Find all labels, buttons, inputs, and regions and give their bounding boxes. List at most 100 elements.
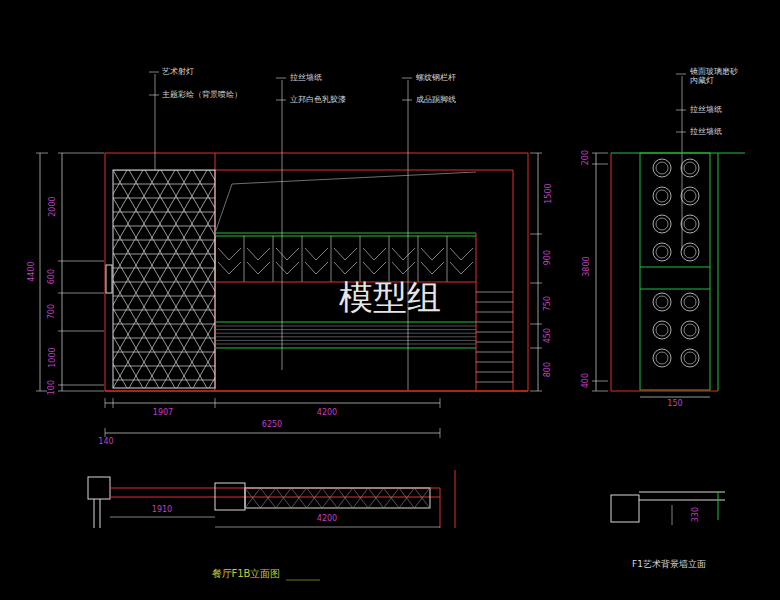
cad-line <box>215 233 476 234</box>
pattern-line <box>113 338 215 339</box>
chevron <box>247 248 270 260</box>
wall-light <box>106 265 112 293</box>
cad-line <box>360 236 361 282</box>
dimension-text: 4200 <box>317 408 337 417</box>
chevron <box>305 248 328 260</box>
dimension-tick <box>592 391 608 392</box>
cad-line <box>414 488 429 508</box>
cad-line <box>418 236 419 282</box>
cad-line <box>291 488 306 508</box>
leader-tick <box>676 110 686 111</box>
chevron <box>450 262 473 274</box>
dimension-tick <box>530 153 542 154</box>
lamp-circle <box>656 162 668 174</box>
lamp-circle <box>681 159 699 177</box>
cad-line <box>100 499 101 528</box>
dimension-text: 3800 <box>581 257 590 277</box>
leader-line <box>408 80 409 390</box>
lamp-circle <box>653 321 671 339</box>
chevron <box>247 262 270 274</box>
lamp-circle <box>684 162 696 174</box>
wall-plan <box>215 483 245 510</box>
lamp-circle <box>653 159 671 177</box>
dimension-text: 700 <box>47 304 56 319</box>
pattern-line <box>209 170 215 388</box>
cad-line <box>215 348 476 349</box>
column-plan <box>611 495 639 522</box>
dimension-text: 150 <box>667 399 682 408</box>
lamp-circle <box>656 324 668 336</box>
cad-line <box>476 342 513 343</box>
cad-line <box>476 372 513 373</box>
cad-line <box>94 499 95 528</box>
dimension-text: 400 <box>581 373 590 388</box>
dimension-text: 330 <box>691 507 700 522</box>
leader-tick <box>676 74 686 75</box>
pattern-line <box>113 282 215 283</box>
material-note: 螺纹钢栏杆 <box>416 73 456 82</box>
lamp-circle <box>653 243 671 261</box>
dimension-tick <box>440 428 441 438</box>
lamp-circle <box>681 293 699 311</box>
lamp-circle <box>684 190 696 202</box>
pattern-line <box>113 240 215 241</box>
pattern-line <box>113 380 215 381</box>
cad-line <box>245 488 260 508</box>
dimension-line <box>105 433 440 434</box>
dimension-text: 1910 <box>152 505 172 514</box>
leader-tick <box>149 95 159 96</box>
lamp-circle <box>684 324 696 336</box>
cad-line <box>476 332 513 333</box>
cad-line <box>384 488 399 508</box>
cad-line <box>513 170 514 391</box>
leader-tick <box>402 100 412 101</box>
cad-line <box>260 488 275 508</box>
cad-line <box>639 492 725 493</box>
cad-line <box>307 488 322 508</box>
dimension-line <box>110 517 215 518</box>
dimension-text: 800 <box>543 362 552 377</box>
chevron <box>392 248 415 260</box>
dimension-tick <box>592 164 608 165</box>
chevron <box>334 248 357 260</box>
dimension-text: 600 <box>47 269 56 284</box>
dimension-text: 1907 <box>153 408 173 417</box>
dimension-text: 1500 <box>543 184 552 204</box>
material-note: 拉丝墙纸 <box>690 127 722 136</box>
pattern-line <box>193 170 215 388</box>
dimension-tick <box>58 153 104 154</box>
cad-line <box>215 336 476 337</box>
pattern-line <box>113 170 127 388</box>
pattern-line <box>177 170 215 388</box>
lamp-circle <box>681 321 699 339</box>
lamp-circle <box>681 187 699 205</box>
cad-line <box>353 488 368 508</box>
pattern-line <box>113 184 215 185</box>
pattern-line <box>113 170 215 171</box>
dimension-text: 750 <box>543 296 552 311</box>
cad-line <box>476 302 513 303</box>
cad-line <box>215 236 216 282</box>
cad-line <box>455 470 456 528</box>
pattern-line <box>113 212 215 213</box>
cad-line <box>368 488 383 508</box>
cad-line <box>476 292 513 293</box>
triangle-pattern <box>113 170 215 388</box>
cad-line <box>337 488 352 508</box>
dimension-tick <box>530 283 542 284</box>
material-note: 拉丝墙纸 <box>690 105 722 114</box>
cad-line <box>718 492 719 520</box>
pattern-line <box>177 170 215 388</box>
material-note: 镜面玻璃磨砂 内藏灯 <box>690 67 742 85</box>
cad-line <box>215 333 476 334</box>
lamp-circle <box>653 215 671 233</box>
dimension-line <box>105 403 440 404</box>
dimension-tick <box>58 293 104 294</box>
leader-tick <box>149 72 159 73</box>
dimension-text: 4400 <box>26 262 35 282</box>
cad-line <box>639 500 725 501</box>
leader-tick <box>402 78 412 79</box>
dimension-text: 1000 <box>47 348 56 368</box>
dimension-line <box>40 153 41 391</box>
lamp-circle <box>684 296 696 308</box>
